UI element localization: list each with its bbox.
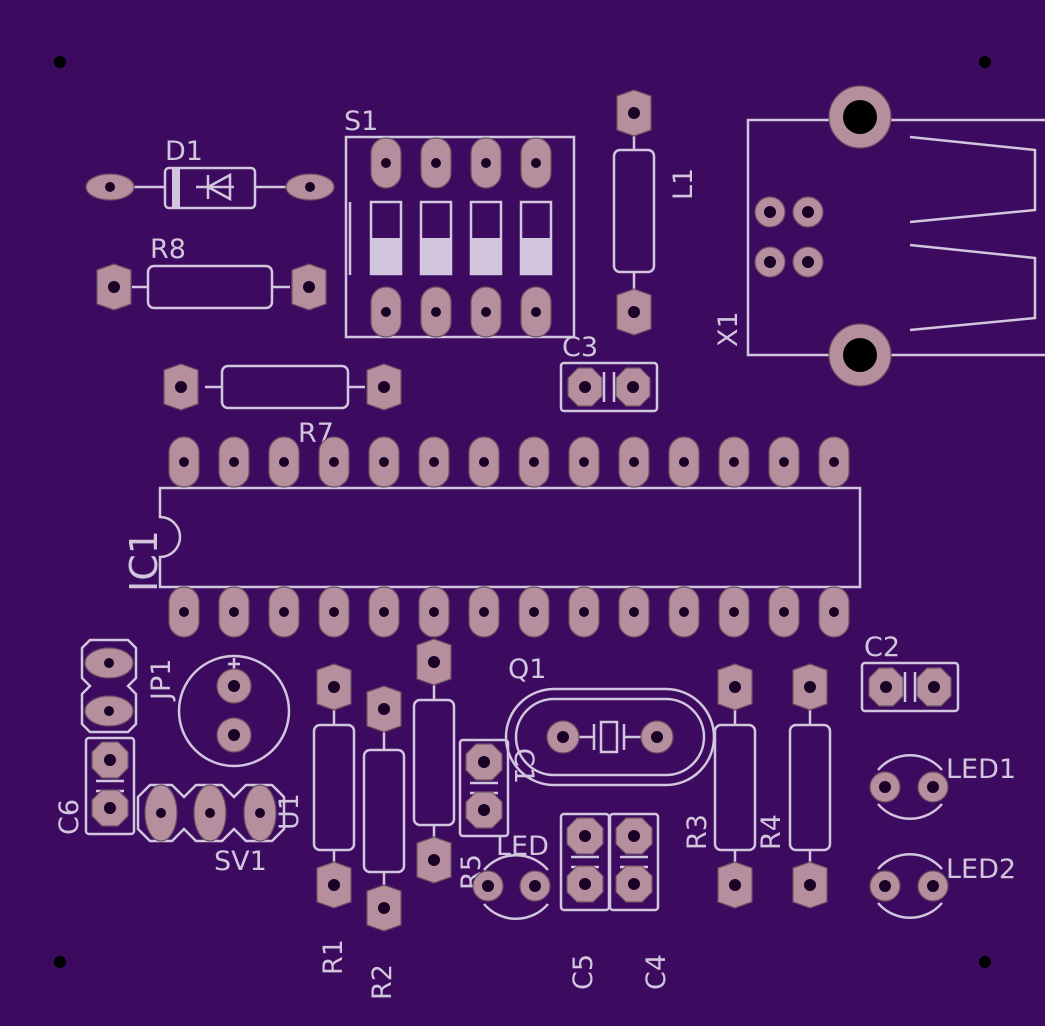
ic1-pin-hole: [679, 457, 689, 467]
ic1-pin-hole: [779, 607, 789, 617]
ic-ic1[interactable]: [158, 486, 862, 589]
led-1[interactable]: [869, 753, 949, 821]
dip-switch-s1[interactable]: [344, 135, 576, 339]
resistor-r3[interactable]: [713, 663, 757, 909]
ic1-pin-hole: [529, 457, 539, 467]
capacitor-c3[interactable]: [559, 361, 659, 413]
label-r2: R2: [367, 964, 398, 1000]
usb-connector-x1[interactable]: [746, 85, 1045, 387]
ic1-pin-hole: [729, 457, 739, 467]
ic1-pin-hole: [829, 457, 839, 467]
mounting-hole-bl: [54, 956, 66, 968]
ic1-pin-hole: [329, 607, 339, 617]
led-2[interactable]: [869, 852, 949, 920]
ic1-pin-hole: [779, 457, 789, 467]
ic1-pin-hole: [179, 457, 189, 467]
ic1-pin-hole: [179, 607, 189, 617]
label-r8: R8: [150, 234, 186, 265]
label-r3: R3: [682, 814, 713, 850]
diode-d1[interactable]: [85, 166, 335, 210]
capacitor-c1[interactable]: [458, 738, 510, 838]
label-l1: L1: [668, 168, 699, 200]
label-c5: C5: [568, 954, 599, 990]
ic1-pin-hole: [829, 607, 839, 617]
resistor-r1[interactable]: [312, 663, 356, 909]
mounting-hole-tl: [54, 56, 66, 68]
jumper-jp1[interactable]: [80, 638, 138, 734]
ic1-pin-hole: [229, 457, 239, 467]
label-s1: S1: [344, 106, 378, 137]
capacitor-u1[interactable]: [177, 654, 291, 768]
ic1-pin-hole: [479, 457, 489, 467]
ic1-pin-hole: [629, 607, 639, 617]
ic1-pin-hole: [579, 457, 589, 467]
label-c6: C6: [54, 799, 85, 835]
label-ic1: IC1: [122, 530, 166, 592]
ic1-pin-hole: [329, 457, 339, 467]
mounting-hole-tr: [979, 56, 991, 68]
capacitor-c2[interactable]: [860, 661, 960, 713]
ic1-pin-hole: [479, 607, 489, 617]
ic1-pin-hole: [729, 607, 739, 617]
label-jp1: JP1: [146, 659, 177, 702]
label-r1: R1: [318, 939, 349, 975]
inductor-l1[interactable]: [612, 89, 656, 336]
ic1-pin-hole: [279, 607, 289, 617]
label-led1: LED1: [946, 754, 1016, 785]
label-led2: LED2: [946, 854, 1016, 885]
ic1-pin-hole: [379, 607, 389, 617]
ic1-pin-hole: [379, 457, 389, 467]
ic1-pin-hole: [229, 607, 239, 617]
capacitor-c5[interactable]: [559, 812, 611, 912]
capacitor-c6[interactable]: [84, 736, 136, 836]
led-3[interactable]: [472, 853, 551, 921]
ic1-pin-hole: [429, 457, 439, 467]
resistor-r5[interactable]: [412, 638, 456, 884]
resistor-r7[interactable]: [163, 363, 402, 411]
label-c2: C2: [864, 632, 900, 663]
resistor-r4[interactable]: [788, 663, 832, 909]
label-d1: D1: [165, 136, 203, 167]
mounting-hole-br: [979, 956, 991, 968]
label-c4: C4: [641, 954, 672, 990]
header-sv1[interactable]: [136, 783, 286, 843]
label-c1: C1: [508, 748, 539, 784]
ic1-pin-hole: [629, 457, 639, 467]
label-u1: U1: [274, 793, 305, 830]
label-r4: R4: [756, 814, 787, 850]
mounting-holes: [54, 56, 991, 968]
label-c3: C3: [562, 332, 598, 363]
label-led3: LED: [496, 831, 549, 862]
label-q1: Q1: [508, 654, 546, 685]
ic1-pin-hole: [579, 607, 589, 617]
ic1-pin-hole: [279, 457, 289, 467]
ic1-pin-hole: [529, 607, 539, 617]
resistor-r8[interactable]: [96, 263, 327, 311]
capacitor-c4[interactable]: [608, 812, 660, 912]
label-sv1: SV1: [214, 846, 267, 877]
ic1-pins: [168, 436, 850, 638]
ic1-pin-hole: [429, 607, 439, 617]
ic1-pin-hole: [679, 607, 689, 617]
label-x1: X1: [713, 311, 744, 347]
resistor-r2[interactable]: [362, 685, 406, 932]
